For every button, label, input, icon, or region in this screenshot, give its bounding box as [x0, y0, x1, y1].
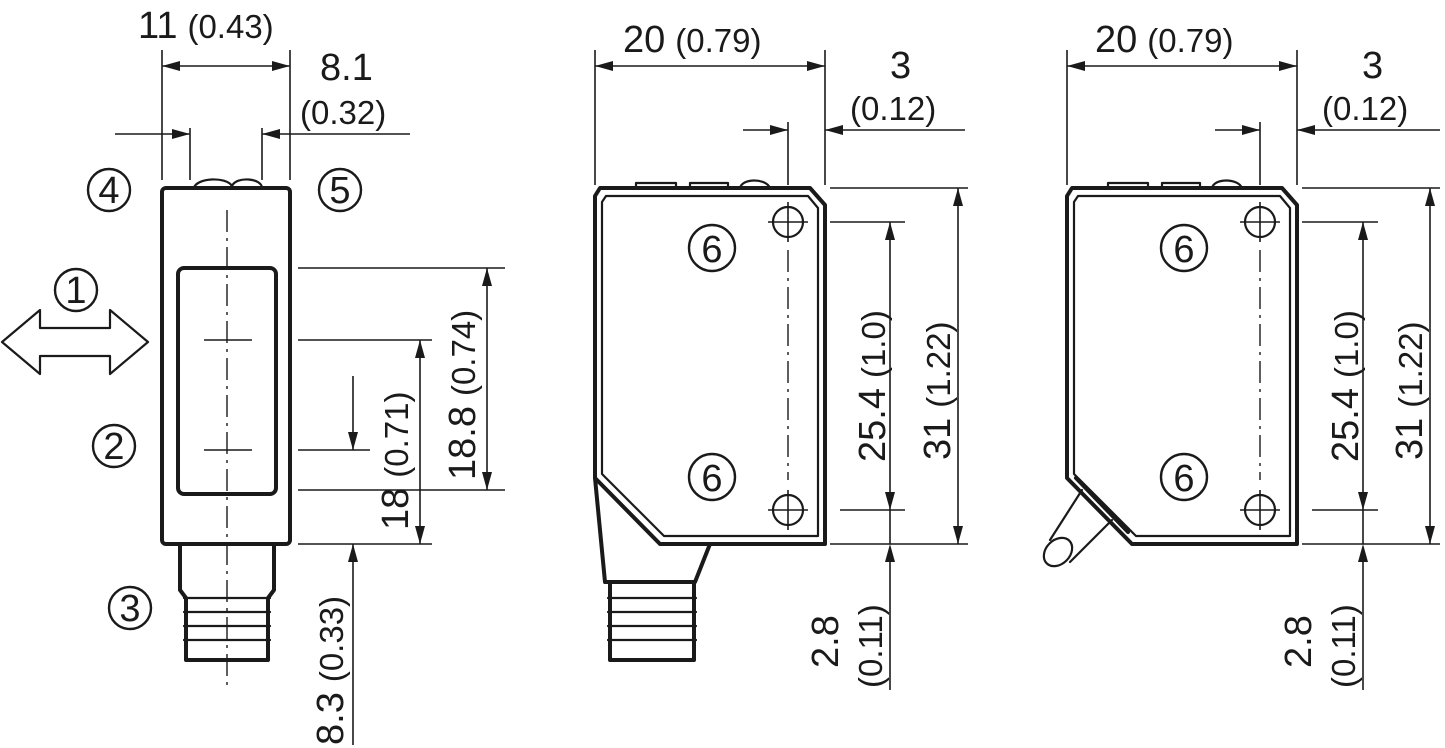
view-side-connector: 20 (0.79) 3 (0.12): [593, 19, 968, 690]
dim-11-value: 11: [138, 5, 177, 47]
dim-2-8-value: 2.8: [805, 615, 847, 668]
svg-text:18.8(0.74): 18.8 (0.74): [442, 310, 484, 480]
svg-text:6: 6: [1173, 458, 1194, 500]
dim-3-inch: (0.12): [850, 90, 936, 127]
dim-2-8-value-2: 2.8: [1278, 615, 1320, 668]
dim-18-inch: (0.71): [378, 392, 415, 478]
svg-text:25.4(1.0): 25.4 (1.0): [852, 310, 894, 462]
svg-text:2: 2: [103, 426, 124, 468]
callout-6-bottom-2: 6: [1159, 452, 1209, 502]
dim-20-inch-2: (0.79): [1147, 22, 1233, 59]
dim-18-8-inch: (0.74): [445, 310, 482, 396]
dim-3-inch-2: (0.12): [1322, 90, 1408, 127]
dim-2-8-inch: (0.11): [852, 604, 889, 688]
dim-31-value-2: 31: [1389, 418, 1431, 460]
callout-6-top-2: 6: [1159, 223, 1209, 273]
dim-8-3-value: 8.3: [310, 692, 352, 745]
svg-text:1: 1: [65, 270, 86, 312]
view-side-cable: 20(0.79) 3 (0.12) 25.4(1.0) 31(1: [1042, 19, 1440, 690]
svg-text:4: 4: [98, 170, 119, 212]
dim-20-value-2: 20: [1095, 19, 1137, 61]
dim-25-4-value-2: 25.4: [1325, 388, 1367, 462]
callout-5: 5: [317, 167, 363, 213]
dim-8-1-inch: (0.32): [300, 94, 386, 131]
callout-1: 1: [53, 267, 99, 313]
dim-25-4-inch-2: (1.0): [1328, 310, 1365, 378]
dim-18-8-value: 18.8: [442, 406, 484, 480]
dim-31-value: 31: [917, 418, 959, 460]
callout-4: 4: [86, 167, 132, 213]
view-front: 11 (0.43) 8.1 (0.32) 18: [0, 5, 505, 745]
dim-18-value: 18: [375, 488, 417, 530]
svg-text:20(0.79): 20 (0.79): [623, 19, 762, 61]
svg-text:31(1.22): 31 (1.22): [1389, 322, 1431, 461]
dim-31-inch: (1.22): [920, 322, 957, 408]
svg-text:31(1.22): 31 (1.22): [917, 322, 959, 461]
svg-text:3: 3: [119, 588, 140, 630]
callout-6-bottom: 6: [687, 452, 737, 502]
dim-20-value: 20: [623, 19, 665, 61]
svg-text:6: 6: [701, 229, 722, 271]
dim-3-value-2: 3: [1362, 45, 1383, 87]
dim-31-inch-2: (1.22): [1392, 322, 1429, 408]
dim-8-3-inch: (0.33): [313, 596, 350, 682]
svg-text:18(0.71): 18 (0.71): [375, 392, 417, 531]
svg-text:20(0.79): 20 (0.79): [1095, 19, 1234, 61]
dim-11-inch: (0.43): [187, 8, 273, 45]
callout-6-top: 6: [687, 223, 737, 273]
svg-text:6: 6: [701, 458, 722, 500]
dim-25-4-value: 25.4: [852, 388, 894, 462]
dim-20-inch: (0.79): [675, 22, 761, 59]
svg-text:8.3(0.33): 8.3 (0.33): [310, 596, 352, 745]
svg-text:5: 5: [329, 170, 350, 212]
dim-8-1-value: 8.1: [320, 47, 373, 89]
svg-text:25.4(1.0): 25.4 (1.0): [1325, 310, 1367, 462]
dim-25-4-inch: (1.0): [855, 310, 892, 378]
callout-3: 3: [107, 585, 153, 631]
svg-text:11(0.43): 11 (0.43): [138, 5, 274, 47]
dim-2-8-inch-2: (0.11): [1325, 604, 1362, 688]
callout-2: 2: [91, 423, 137, 469]
svg-text:6: 6: [1173, 229, 1194, 271]
dim-3-value: 3: [890, 45, 911, 87]
